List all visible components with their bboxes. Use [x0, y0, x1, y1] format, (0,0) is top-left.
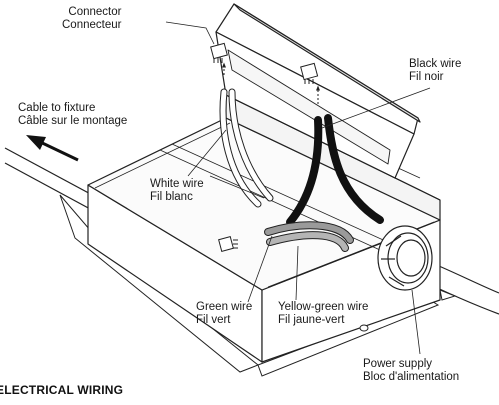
ground-wires [264, 221, 354, 252]
label-cable-to-fixture: Cable to fixture Câble sur le montage [18, 102, 128, 127]
connector-top-right [300, 62, 320, 104]
label-black-wire: Black wire Fil noir [409, 58, 462, 83]
label-connector: Connector Connecteur [62, 6, 122, 31]
connector-top-left [210, 42, 228, 75]
strain-relief-fitting [377, 225, 433, 291]
cable-direction-arrow [26, 135, 79, 162]
leader-lines [165, 21, 431, 355]
section-heading: ELECTRICAL WIRING [0, 383, 124, 397]
box-lid [215, 3, 441, 201]
connector-ground [218, 236, 238, 252]
junction-box [87, 94, 441, 363]
white-wires [219, 88, 274, 208]
label-yellow-green-wire: Yellow-green wire Fil jaune-vert [278, 301, 369, 326]
label-green-wire: Green wire Fil vert [196, 301, 253, 326]
label-power-supply: Power supply Bloc d'alimentation [363, 358, 460, 383]
black-wires [286, 114, 384, 226]
label-white-wire: White wire Fil blanc [150, 178, 204, 203]
